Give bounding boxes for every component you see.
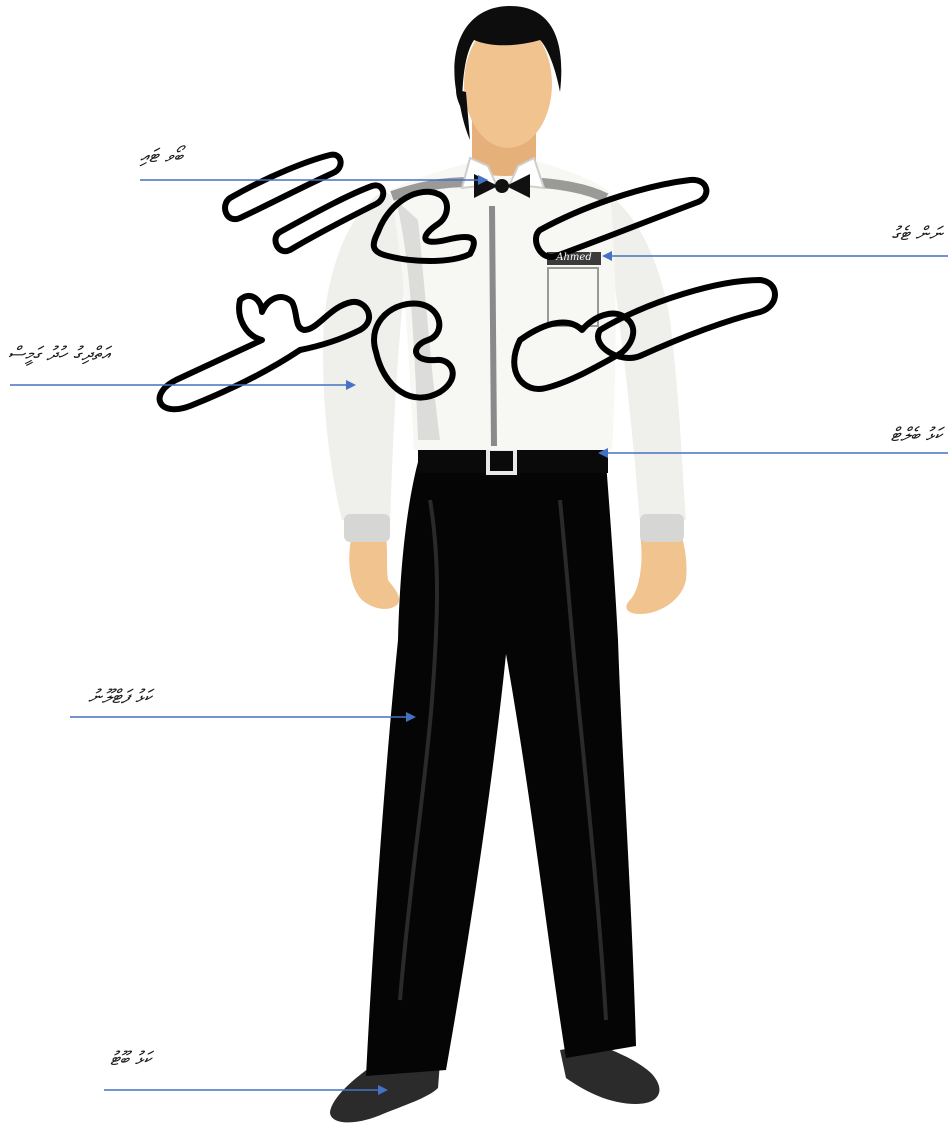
- trousers-label: ކަޅު ފަޓްލޫނު: [88, 688, 152, 707]
- shirt-label: އަތްދިގު ހުދު ގަމީސް: [8, 345, 110, 364]
- left-hand: [349, 535, 399, 609]
- tie-label: ބޯވ ޓައި: [140, 147, 183, 166]
- shoes-label: ކަޅު ބޫޓު: [110, 1050, 151, 1069]
- name-tag-label: ނަން ޓެގު: [892, 225, 942, 244]
- right-cuff: [640, 514, 684, 542]
- shirt-placket: [492, 206, 494, 446]
- right-hand: [626, 532, 686, 614]
- name-tag-text: Ahmed: [548, 252, 600, 263]
- trousers: [366, 462, 636, 1076]
- left-cuff: [344, 514, 390, 542]
- person-figure: [323, 6, 686, 1122]
- belt-label: ކަޅު ބެލްޓް: [891, 426, 942, 445]
- bow-tie-knot: [495, 179, 509, 193]
